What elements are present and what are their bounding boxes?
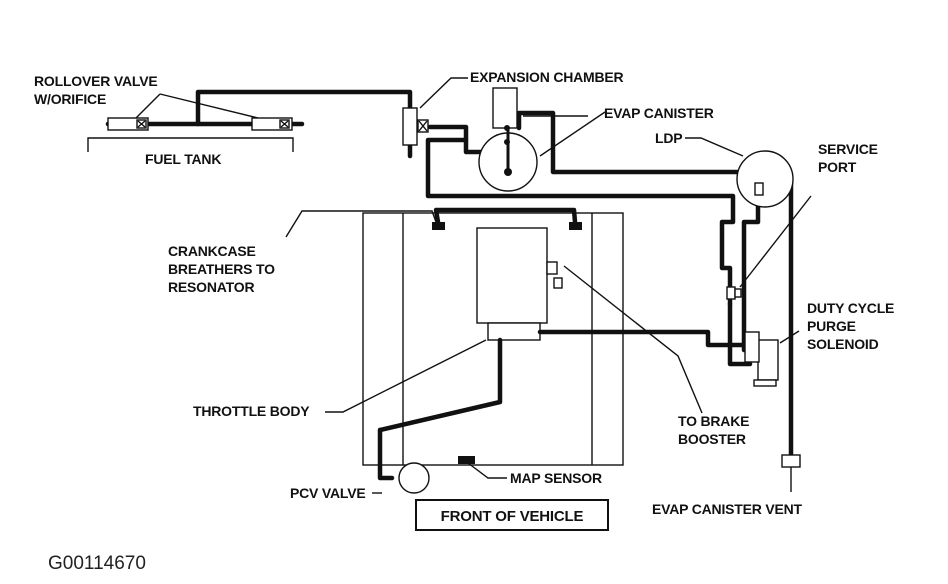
evap-canister-vent-label: EVAP CANISTER VENT — [652, 501, 803, 517]
rollover-valve-right — [251, 117, 293, 131]
crankcase-breather-right — [569, 222, 582, 230]
purge-solenoid-label: DUTY CYCLE — [807, 300, 894, 316]
purge-solenoid-label-line3: SOLENOID — [807, 336, 879, 352]
evap-canister-label: EVAP CANISTER — [604, 105, 714, 121]
service-port — [726, 286, 742, 300]
front-of-vehicle-box: FRONT OF VEHICLE — [415, 499, 609, 531]
purge-solenoid-label-line2: PURGE — [807, 318, 856, 334]
crankcase-breather-left — [432, 222, 445, 230]
rollover-valve-label-line2: W/ORIFICE — [34, 91, 106, 107]
crankcase-breathers-label-line2: BREATHERS TO — [168, 261, 275, 277]
evap-canister — [478, 87, 538, 192]
throttle-body — [476, 227, 563, 341]
front-of-vehicle-label: FRONT OF VEHICLE — [441, 508, 584, 525]
rollover-valve-left — [107, 117, 149, 131]
expansion-chamber-label: EXPANSION CHAMBER — [470, 69, 624, 85]
fuel-tank — [87, 137, 294, 152]
throttle-body-label: THROTTLE BODY — [193, 403, 310, 419]
canister-vent — [781, 454, 801, 468]
ldp-pump — [736, 150, 794, 208]
map-sensor-label: MAP SENSOR — [510, 470, 602, 486]
service-port-label: SERVICE — [818, 141, 878, 157]
purge-solenoid — [744, 331, 779, 387]
rollover-valve-label: ROLLOVER VALVE — [34, 73, 157, 89]
ldp-label: LDP — [655, 130, 682, 146]
diagram-code: G00114670 — [48, 553, 146, 574]
pcv-valve-label: PCV VALVE — [290, 485, 365, 501]
brake-booster-label: TO BRAKE — [678, 413, 749, 429]
crankcase-breathers-label: CRANKCASE — [168, 243, 256, 259]
leader-lines — [135, 77, 812, 494]
brake-booster-label-line2: BOOSTER — [678, 431, 746, 447]
fuel-tank-label: FUEL TANK — [145, 151, 221, 167]
pcv-valve — [398, 462, 430, 494]
vapor-hoses — [105, 89, 794, 481]
expansion-chamber — [402, 107, 429, 146]
service-port-label-line2: PORT — [818, 159, 857, 175]
crankcase-breathers-label-line3: RESONATOR — [168, 279, 254, 295]
map-sensor — [458, 456, 475, 464]
